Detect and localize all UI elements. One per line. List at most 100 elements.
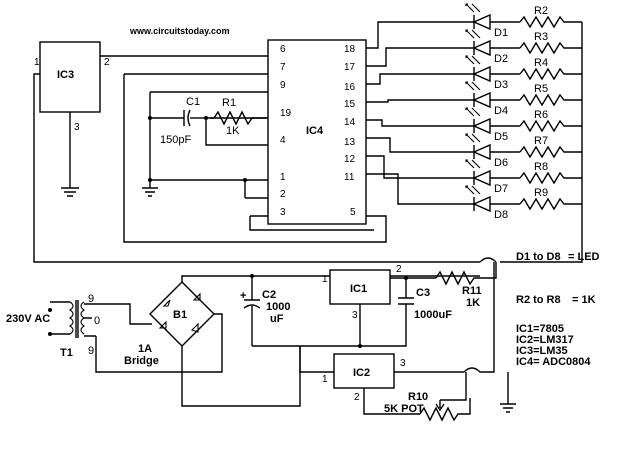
resistor-r11: R11 1K bbox=[435, 262, 497, 309]
resistor-label: R2 bbox=[534, 5, 548, 17]
ic1-regulator: IC1 1 2 3 bbox=[322, 264, 402, 321]
ground-symbol-ic4 bbox=[142, 182, 158, 197]
r10-value: 5K POT bbox=[384, 403, 424, 415]
resistor-symbol bbox=[519, 197, 582, 211]
ground-symbol-ic3 bbox=[61, 187, 79, 197]
ic-list-4: IC4= ADC0804 bbox=[516, 356, 591, 368]
ic4-pin-15: 15 bbox=[344, 99, 356, 110]
led-symbol bbox=[472, 169, 520, 187]
led-symbol bbox=[472, 91, 520, 109]
ic2-body bbox=[333, 353, 395, 389]
ic1-pin-1: 1 bbox=[322, 274, 328, 285]
resistor-label: R7 bbox=[534, 135, 548, 147]
led-row-2: D2 R3 bbox=[366, 29, 582, 67]
bridge-rating: 1A bbox=[138, 343, 152, 355]
resistor-symbol bbox=[519, 171, 582, 185]
ic3-pin-3: 3 bbox=[74, 122, 80, 133]
ic4-pin-18: 18 bbox=[344, 44, 356, 55]
resistor-label: R6 bbox=[534, 109, 548, 121]
led-row-8: D8 R9 bbox=[366, 173, 582, 221]
resistor-symbol bbox=[519, 67, 582, 81]
resistor-symbol bbox=[519, 41, 582, 55]
legend-resistors-value: = 1K bbox=[572, 294, 596, 306]
potentiometer-r10: R10 5K POT bbox=[384, 372, 471, 422]
ic4-pin-1: 1 bbox=[280, 172, 286, 183]
r1-name: R1 bbox=[222, 97, 236, 109]
capacitor-c1: C1 150pF bbox=[160, 96, 206, 146]
led-symbol bbox=[472, 13, 520, 31]
resistor-label: R5 bbox=[534, 83, 548, 95]
resistor-symbol bbox=[519, 145, 582, 159]
ic3-name: IC3 bbox=[57, 69, 74, 81]
led-symbol bbox=[472, 195, 520, 213]
led-label: D5 bbox=[494, 131, 508, 143]
t1-pin-bottom: 9 bbox=[88, 345, 94, 357]
ic4-name: IC4 bbox=[306, 125, 324, 137]
c2-unit: uF bbox=[270, 313, 284, 325]
c1-value: 150pF bbox=[160, 134, 191, 146]
led-label: D3 bbox=[494, 79, 508, 91]
ic4-pin-13: 13 bbox=[344, 137, 356, 148]
c2-value: 1000 bbox=[266, 301, 290, 313]
ic1-name: IC1 bbox=[350, 283, 367, 295]
capacitor-c3: C3 1000uF bbox=[360, 278, 452, 347]
led-label: D7 bbox=[494, 183, 508, 195]
resistor-label: R8 bbox=[534, 161, 548, 173]
led-symbol bbox=[472, 143, 520, 161]
website-label: www.circuitstoday.com bbox=[129, 26, 230, 36]
b1-name: B1 bbox=[173, 309, 187, 321]
bridge-label: Bridge bbox=[124, 355, 159, 367]
resistor-label: R3 bbox=[534, 31, 548, 43]
ic4-pin-11: 11 bbox=[344, 172, 355, 183]
ic2-name: IC2 bbox=[353, 367, 370, 379]
resistor-symbol bbox=[519, 93, 582, 107]
ic4-pin-4: 4 bbox=[280, 135, 286, 146]
capacitor-c2: + C2 1000 uF bbox=[240, 276, 290, 346]
ic4-pin-9: 9 bbox=[280, 80, 286, 91]
ground-symbol-supply bbox=[500, 372, 516, 413]
ic4-pin-3: 3 bbox=[280, 207, 286, 218]
ic3-pin-2: 2 bbox=[104, 57, 110, 68]
t1-pin-mid: 0 bbox=[94, 315, 100, 327]
ic4-body bbox=[267, 39, 367, 225]
t1-name: T1 bbox=[60, 347, 73, 359]
ic1-pin-2: 2 bbox=[396, 264, 402, 275]
led-label: D2 bbox=[494, 53, 508, 65]
ic4-pin-7: 7 bbox=[280, 62, 286, 73]
led-label: D1 bbox=[494, 27, 508, 39]
c2-plus: + bbox=[240, 290, 246, 302]
ic3-body bbox=[39, 41, 101, 113]
r10-name: R10 bbox=[408, 391, 428, 403]
led-row-1: D1 R2 bbox=[366, 3, 582, 49]
ac-input-label: 230V AC bbox=[6, 313, 50, 325]
resistor-symbol bbox=[519, 119, 582, 133]
ic4-pin-16: 16 bbox=[344, 82, 356, 93]
resistor-label: R4 bbox=[534, 57, 548, 69]
r11-value: 1K bbox=[466, 297, 480, 309]
ic-list-1: IC1=7805 bbox=[516, 323, 564, 335]
ic-list-2: IC2=LM317 bbox=[516, 334, 574, 346]
transformer-t1: 9 0 9 230V AC T1 bbox=[6, 293, 100, 359]
ic1-body bbox=[329, 269, 391, 305]
legend-leds-key: D1 to D8 bbox=[516, 251, 561, 263]
ic-list-3: IC3=LM35 bbox=[516, 345, 568, 357]
ic1-pin-3: 3 bbox=[352, 310, 358, 321]
r1-value: 1K bbox=[226, 125, 240, 137]
led-symbol bbox=[472, 117, 520, 135]
led-label: D8 bbox=[494, 209, 508, 221]
led-symbol bbox=[472, 39, 520, 57]
c3-value: 1000uF bbox=[414, 309, 452, 321]
c2-name: C2 bbox=[262, 289, 276, 301]
led-row-7: D7 R8 bbox=[366, 155, 582, 195]
legend-resistors-key: R2 to R8 bbox=[516, 294, 561, 306]
c1-name: C1 bbox=[186, 96, 200, 108]
resistor-label: R9 bbox=[534, 187, 548, 199]
ic2-pin-1: 1 bbox=[322, 374, 328, 385]
ic4-adc: IC4 6 7 9 19 4 1 2 3 18 17 16 15 14 13 1… bbox=[267, 39, 367, 225]
r11-name: R11 bbox=[462, 285, 482, 297]
t1-pin-top: 9 bbox=[88, 293, 94, 305]
led-symbol bbox=[472, 65, 520, 83]
